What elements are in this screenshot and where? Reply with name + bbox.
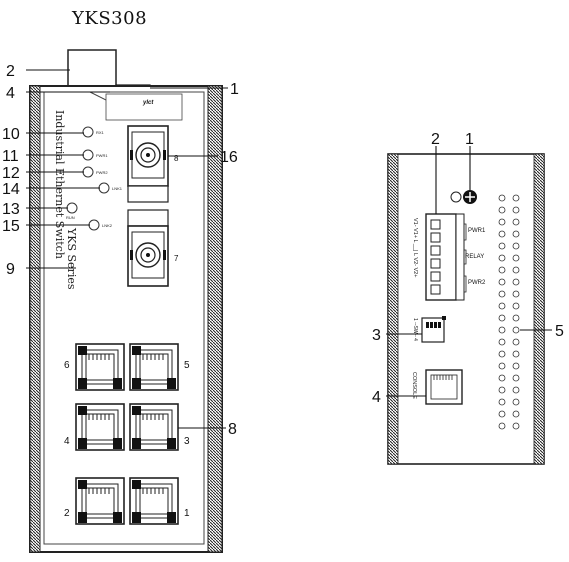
rj45-port-1 (129, 477, 179, 525)
led-pwr2 (82, 166, 94, 178)
dip-switch-label: 1 --SW-- 4 (412, 318, 418, 341)
port-number-6: 6 (64, 360, 70, 371)
rj45-port-2 (75, 477, 125, 525)
callout-front-8: 8 (228, 421, 237, 438)
ground-symbol (450, 191, 462, 203)
front-panel: ylct Industrial Ethernet Switch YKS Seri… (2, 49, 239, 553)
rj45-port-3 (129, 403, 179, 451)
port-number-4: 4 (64, 436, 70, 447)
led-pwr1 (82, 149, 94, 161)
rj45-port-5 (129, 343, 179, 391)
terminal-label-relay: RELAY (465, 254, 484, 260)
rj45-port-6 (75, 343, 125, 391)
callout-front-13: 13 (2, 201, 20, 218)
callout-front-15: 15 (2, 218, 20, 235)
port-number-3: 3 (184, 436, 190, 447)
dip-switch (421, 317, 445, 343)
led-label-lnk2: LNK2 (102, 223, 113, 228)
ventilation-holes (498, 194, 520, 430)
callout-front-1: 1 (230, 81, 239, 98)
terminal-pin-labels: V1- V1+ L __| L V2- V2+ (412, 218, 418, 277)
callout-front-2: 2 (6, 63, 15, 80)
fiber-port-8 (127, 125, 169, 187)
callout-front-10: 10 (2, 126, 20, 143)
rj45-port-4 (75, 403, 125, 451)
led-lnk2 (88, 219, 100, 231)
port-number-1: 1 (184, 508, 190, 519)
callout-top-2: 2 (431, 131, 440, 148)
terminal-label-pwr2: PWR2 (468, 280, 486, 286)
callout-top-4: 4 (372, 389, 381, 406)
callout-front-14: 14 (2, 181, 20, 198)
port-number-5: 5 (184, 360, 190, 371)
terminal-label-pwr1: PWR1 (468, 228, 486, 234)
fiber-number-7: 7 (174, 254, 179, 263)
callout-top-3: 3 (372, 327, 381, 344)
led-run (66, 202, 78, 214)
led-label-run: RUN (66, 215, 75, 220)
fiber-port-7 (127, 225, 169, 287)
product-name: Industrial Ethernet Switch (53, 110, 66, 259)
callout-front-9: 9 (6, 261, 15, 278)
led-lnk1 (98, 182, 110, 194)
brand-logo: ylct (142, 100, 154, 106)
callout-top-5: 5 (555, 323, 564, 340)
led-label-pwr1: PWR1 (96, 153, 108, 158)
fiber-number-8: 8 (174, 154, 179, 163)
din-rail-clip (67, 49, 117, 91)
top-view: V1- V1+ L __| L V2- V2+ PWR1 RELAY PWR2 … (372, 131, 564, 465)
callout-front-12: 12 (2, 165, 20, 182)
port-number-2: 2 (64, 508, 70, 519)
callout-front-4: 4 (6, 85, 15, 102)
console-label: CONSOLE (411, 372, 417, 399)
callout-front-11: 11 (2, 148, 19, 165)
callout-front-16: 16 (220, 149, 238, 166)
led-rx1 (82, 126, 94, 138)
callout-top-1: 1 (465, 131, 474, 148)
series-name: YKS Series (65, 227, 78, 290)
led-label-pwr2: PWR2 (96, 170, 108, 175)
led-label-rx1: RX1 (96, 130, 105, 135)
led-label-lnk1: LNK1 (112, 186, 123, 191)
figure-title: YKS308 (72, 8, 148, 29)
